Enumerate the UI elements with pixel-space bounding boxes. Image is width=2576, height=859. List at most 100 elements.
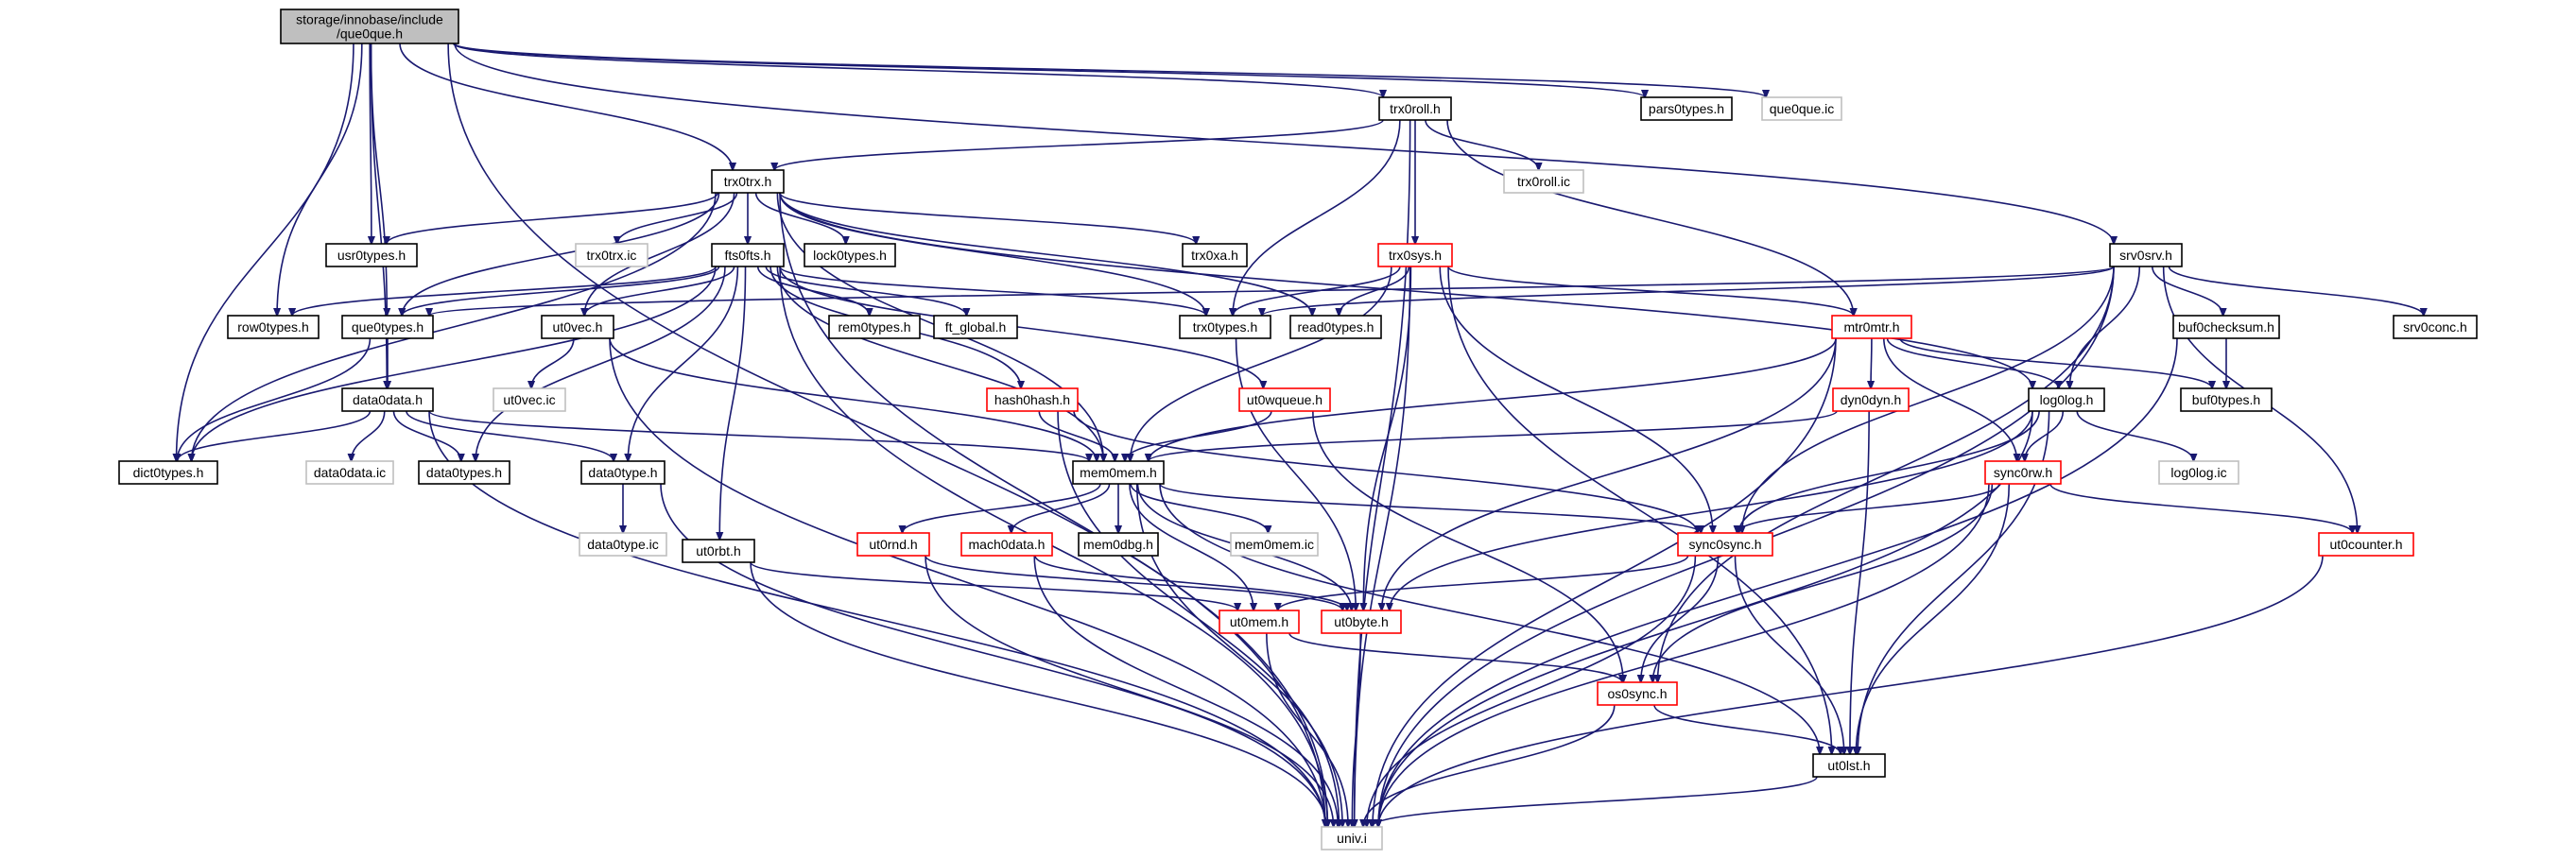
node-label: os0sync.h	[1607, 686, 1667, 701]
node-dyn0dyn_h[interactable]: dyn0dyn.h	[1832, 387, 1910, 412]
node-box	[1377, 243, 1453, 267]
node-trx0xa_h[interactable]: trx0xa.h	[1182, 243, 1248, 267]
edge-sync0sync_h-to-os0sync_h	[1641, 555, 1720, 682]
node-ut0counter_h[interactable]: ut0counter.h	[2318, 532, 2414, 557]
node-ut0mem_h[interactable]: ut0mem.h	[1219, 610, 1300, 634]
node-data0data_h[interactable]: data0data.h	[341, 387, 434, 412]
edge-data0data_h-to-data0types_h	[392, 410, 460, 461]
edge-dyn0dyn_h-to-mem0mem_h	[1149, 410, 1838, 461]
edge-fts0fts_h-to-data0types_h	[475, 266, 726, 461]
node-label: ut0byte.h	[1334, 614, 1389, 629]
node-label: data0data.h	[353, 392, 423, 407]
node-pars0types_h[interactable]: pars0types.h	[1640, 96, 1733, 121]
node-box	[1984, 460, 2062, 485]
node-box	[227, 315, 320, 339]
node-trx0trx_h[interactable]: trx0trx.h	[711, 169, 785, 194]
node-box	[1219, 610, 1300, 634]
node-ft_global_h[interactable]: ft_global.h	[933, 315, 1018, 339]
node-mtr0mtr_h[interactable]: mtr0mtr.h	[1831, 315, 1912, 339]
node-read0types_h[interactable]: read0types.h	[1289, 315, 1382, 339]
edge-sync0rw_h-to-univ_i	[1378, 483, 1990, 827]
node-ut0lst_h[interactable]: ut0lst.h	[1812, 753, 1886, 778]
node-box	[2172, 315, 2280, 339]
edge-log0log_h-to-log0log_ic	[2076, 410, 2193, 461]
node-lock0types_h[interactable]: lock0types.h	[804, 243, 896, 267]
edge-fts0fts_h-to-ut0vec_h	[584, 266, 735, 316]
node-mach0data_h[interactable]: mach0data.h	[960, 532, 1053, 557]
edge-sync0rw_h-to-os0sync_h	[1652, 483, 1994, 682]
node-ut0wqueue_h[interactable]: ut0wqueue.h	[1238, 387, 1331, 412]
node-box	[2180, 387, 2273, 412]
node-box	[1182, 243, 1248, 267]
node-label: hash0hash.h	[994, 392, 1070, 407]
edge-que0que_h-to-dict0types_h	[177, 43, 354, 461]
node-dict0types_h[interactable]: dict0types.h	[118, 460, 218, 485]
edge-trx0trx_h-to-trx0xa_h	[779, 192, 1196, 244]
node-label: buf0checksum.h	[2178, 319, 2274, 335]
node-box	[1179, 315, 1271, 339]
edge-trx0roll_h-to-mtr0mtr_h	[1446, 119, 1854, 316]
node-srv0conc_h[interactable]: srv0conc.h	[2393, 315, 2478, 339]
node-box	[2028, 387, 2105, 412]
node-box	[2158, 460, 2239, 485]
edge-trx0trx_h-to-ut0vec_h	[584, 192, 735, 316]
node-ut0vec_h[interactable]: ut0vec.h	[541, 315, 614, 339]
node-trx0roll_h[interactable]: trx0roll.h	[1378, 96, 1452, 121]
node-box	[118, 460, 218, 485]
node-trx0types_h[interactable]: trx0types.h	[1179, 315, 1271, 339]
node-box	[1832, 387, 1910, 412]
node-box	[541, 315, 614, 339]
node-os0sync_h[interactable]: os0sync.h	[1597, 681, 1678, 706]
node-sync0rw_h[interactable]: sync0rw.h	[1984, 460, 2062, 485]
node-buf0types_h[interactable]: buf0types.h	[2180, 387, 2273, 412]
node-label: trx0types.h	[1193, 319, 1257, 335]
node-box	[341, 315, 434, 339]
node-data0type_h[interactable]: data0type.h	[580, 460, 666, 485]
node-ut0byte_h[interactable]: ut0byte.h	[1321, 610, 1402, 634]
node-box	[341, 387, 434, 412]
node-que0que_h[interactable]: storage/innobase/include/que0que.h	[280, 9, 459, 44]
edge-mem0mem_h-to-mach0data_h	[1011, 483, 1111, 533]
node-ut0rbt_h[interactable]: ut0rbt.h	[682, 539, 755, 563]
node-mem0dbg_h[interactable]: mem0dbg.h	[1078, 532, 1159, 557]
node-box	[1640, 96, 1733, 121]
node-label: mtr0mtr.h	[1843, 319, 1899, 335]
node-row0types_h[interactable]: row0types.h	[227, 315, 320, 339]
node-label: dict0types.h	[133, 465, 204, 480]
node-data0data_ic: data0data.ic	[305, 460, 394, 485]
node-box	[580, 460, 666, 485]
edge-mtr0mtr_h-to-univ_i	[1373, 337, 1837, 827]
edge-que0que_h-to-trx0trx_h	[399, 43, 733, 170]
node-sync0sync_h[interactable]: sync0sync.h	[1677, 532, 1773, 557]
node-ut0vec_ic: ut0vec.ic	[493, 387, 566, 412]
node-box	[1072, 460, 1165, 485]
node-box	[1238, 387, 1331, 412]
node-data0types_h[interactable]: data0types.h	[418, 460, 510, 485]
edge-ut0byte_h-to-univ_i	[1352, 632, 1361, 827]
node-usr0types_h[interactable]: usr0types.h	[325, 243, 418, 267]
node-fts0fts_h[interactable]: fts0fts.h	[711, 243, 785, 267]
edge-srv0srv_h-to-srv0conc_h	[2168, 266, 2423, 316]
node-hash0hash_h[interactable]: hash0hash.h	[986, 387, 1079, 412]
node-buf0checksum_h[interactable]: buf0checksum.h	[2172, 315, 2280, 339]
edge-trx0sys_h-to-mem0mem_h	[1131, 266, 1392, 461]
node-mem0mem_h[interactable]: mem0mem.h	[1072, 460, 1165, 485]
edge-sync0sync_h-to-univ_i	[1367, 555, 1697, 827]
node-label: ut0mem.h	[1230, 614, 1288, 629]
node-box	[579, 532, 667, 557]
node-log0log_h[interactable]: log0log.h	[2028, 387, 2105, 412]
node-que0types_h[interactable]: que0types.h	[341, 315, 434, 339]
node-rem0types_h[interactable]: rem0types.h	[828, 315, 921, 339]
edge-data0data_h-to-mem0mem_h	[428, 410, 1089, 461]
node-label: trx0trx.h	[724, 174, 772, 189]
node-label: log0log.ic	[2170, 465, 2226, 480]
node-ut0rnd_h[interactable]: ut0rnd.h	[856, 532, 930, 557]
node-trx0sys_h[interactable]: trx0sys.h	[1377, 243, 1453, 267]
edge-trx0types_h-to-ut0byte_h	[1235, 337, 1357, 610]
node-box	[1230, 532, 1319, 557]
edge-trx0trx_h-to-usr0types_h	[387, 192, 718, 244]
node-srv0srv_h[interactable]: srv0srv.h	[2109, 243, 2183, 267]
node-box	[418, 460, 510, 485]
edge-log0log_h-to-sync0rw_h	[2025, 410, 2065, 461]
